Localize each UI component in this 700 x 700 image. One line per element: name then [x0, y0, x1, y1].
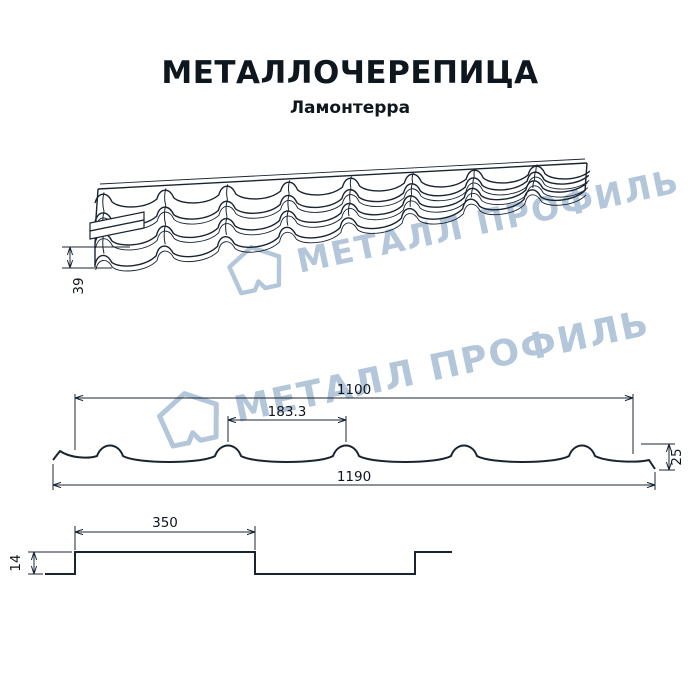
dim-1100: [74, 394, 634, 454]
dim-25-label: 25: [669, 448, 685, 465]
profile-cross-section-drawing: 1100 183.3 1190 25: [52, 382, 685, 490]
dim-1190-label: 1190: [337, 469, 371, 485]
dim-350-label: 350: [152, 515, 178, 531]
dim-14: [28, 551, 72, 575]
dim-1190: [52, 464, 656, 490]
dim-350: [74, 526, 256, 550]
watermark-upper: МЕТАЛЛ ПРОФИЛЬ: [223, 154, 684, 302]
dim-183-label: 183.3: [268, 404, 307, 420]
watermark-lower: МЕТАЛЛ ПРОФИЛЬ: [152, 293, 655, 456]
metall-profil-logo-icon: [157, 391, 219, 449]
watermark-word-profil: ПРОФИЛЬ: [425, 302, 654, 390]
batten: [89, 211, 145, 240]
dim-14-label: 14: [8, 554, 24, 571]
step-drawing: [28, 526, 452, 575]
page-title: МЕТАЛЛОЧЕРЕПИЦА: [161, 55, 539, 91]
profile-outline: [52, 444, 656, 470]
dim-25: [641, 443, 675, 471]
metall-profil-logo-icon: [227, 245, 282, 296]
longitudinal-step-drawing: 350 14: [8, 515, 452, 575]
roof-sheet: [62, 158, 590, 272]
profile-drawing: [52, 394, 675, 490]
dim-1100-label: 1100: [337, 382, 371, 398]
page-subtitle: Ламонтерра: [289, 98, 411, 118]
dim-183: [227, 416, 347, 442]
dim-39-label: 39: [71, 277, 87, 294]
perspective-roof-drawing: 39: [62, 158, 590, 295]
step-outline: [45, 551, 452, 575]
dim-39: [62, 246, 130, 269]
